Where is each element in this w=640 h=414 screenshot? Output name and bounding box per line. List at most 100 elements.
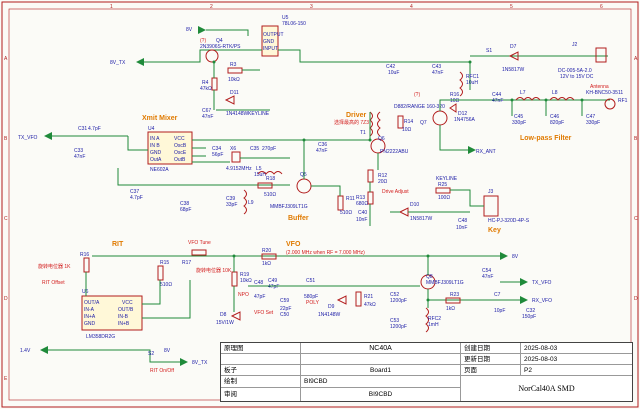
q4-transistor xyxy=(205,49,219,63)
updated-label: 更新日期 xyxy=(461,354,521,365)
supply-switch-section: 8V U5 78L06-150 OUTPUT GND INPUT 8V_TX (… xyxy=(110,15,380,120)
j2-value: DC-005-5A-2.0 xyxy=(558,68,592,74)
r23-resistor xyxy=(445,297,461,304)
r16-pot xyxy=(83,257,90,273)
drive-adjust-label: Drive Adjust xyxy=(382,189,409,195)
junction xyxy=(426,298,430,302)
q7-ref: Q7 xyxy=(420,120,427,126)
rfc2-choke xyxy=(425,307,429,333)
d12-ref: D12 xyxy=(458,111,467,117)
zone-row-b: B xyxy=(4,136,8,142)
c44-ref: C44 xyxy=(492,92,501,98)
review-label: 审阅 xyxy=(221,388,301,401)
rit-title: RIT xyxy=(112,241,124,248)
r25-value: 100Ω xyxy=(438,195,450,201)
npo-label: NPO xyxy=(238,292,249,298)
r21-ref: R21 xyxy=(364,294,373,300)
xmit-mixer-title: Xmit Mixer xyxy=(142,115,178,122)
junction xyxy=(368,138,372,142)
r20-ref: R20 xyxy=(262,248,271,254)
drawn-label: 绘制 xyxy=(221,376,301,388)
zone-row-a: A xyxy=(4,56,8,62)
u4-pin-8: VCC xyxy=(174,136,185,142)
c51-value: 580pF xyxy=(304,294,318,300)
u6-pin-7: OUT/B xyxy=(118,307,134,313)
r17-pot xyxy=(191,249,207,256)
c42-ref: C42 xyxy=(386,64,395,70)
d9-diode xyxy=(336,295,347,305)
c46-ref: C46 xyxy=(550,114,559,120)
key-section: KEYLINE R25 100Ω D10 1N5817W J3 HC-PJ-32… xyxy=(390,176,530,234)
c32-value: 150pF xyxy=(522,314,536,320)
dc-input-section: S1 D7 1N5817W J2 DC-005-5A-2.0 12V to 15… xyxy=(470,42,608,80)
c31-ref: C31 xyxy=(78,126,87,132)
r13-ref: R13 xyxy=(356,195,365,201)
xmit-mixer-section: Xmit Mixer TX_VFO C31 4.7pF C33 47nF U4 … xyxy=(18,115,310,178)
drawn-value: BI9CBD xyxy=(301,376,461,388)
c38-value: 68pF xyxy=(180,207,191,213)
wire-lpf-shunts xyxy=(511,100,583,116)
poly-label: POLY xyxy=(306,300,320,306)
net-flag-8v-tx xyxy=(136,58,144,66)
c34-ref: C34 xyxy=(212,146,221,152)
q8-value: MMBFJ309LT1G xyxy=(426,280,464,286)
r16-value: 10Ω xyxy=(450,98,460,104)
d9-ref: D9 xyxy=(328,304,335,310)
r11-ref: R11 xyxy=(346,196,355,202)
q7-transistor xyxy=(432,110,448,126)
t1-ref: T1 xyxy=(360,130,366,136)
zone-row-d: D xyxy=(4,296,8,302)
c7-value: 10pF xyxy=(494,308,505,314)
r15-value: 510Ω xyxy=(160,282,172,288)
u4-pin-7: OscB xyxy=(174,143,187,149)
r21-value: 47kΩ xyxy=(364,302,376,308)
net-rx-ant: RX_ANT xyxy=(476,149,496,155)
pot-a-label: 旋转电位器 1K xyxy=(38,263,71,270)
rfc1-choke xyxy=(459,71,463,97)
net-flag-1v4 xyxy=(40,346,48,354)
c43-value: 47nF xyxy=(432,70,443,76)
r14-value: 10Ω xyxy=(402,127,412,133)
driver-section: Driver 选择最高的 7Z3 C36 47nF T1 Q6 PN2222AB… xyxy=(316,111,413,226)
r4-value: 47kΩ xyxy=(200,86,212,92)
vfo-tune-label: VFO Tune xyxy=(188,240,211,246)
c59-ref: C59 xyxy=(280,298,289,304)
project-title: NorCal40A SMD xyxy=(518,384,575,393)
power-amp-section: C42 10uF C43 47nF RFC1 10uH R16 10Ω (?) … xyxy=(380,61,496,155)
c48b-value: 47pF xyxy=(254,294,265,300)
wire-driver xyxy=(330,112,379,226)
schematic-value: NC40A xyxy=(301,343,461,354)
r18-ref: R18 xyxy=(266,176,275,182)
net-rx-vfo: RX_VFO xyxy=(532,298,552,304)
q6-value: PN2222ABU xyxy=(380,149,409,155)
c32-ref: C32 xyxy=(526,308,535,314)
r19-resistor xyxy=(231,271,238,287)
junction xyxy=(580,98,584,102)
net-keyline: KEYLINE xyxy=(248,111,270,117)
c67-ref: C67 xyxy=(202,108,211,114)
q4-flag: (?) xyxy=(200,38,206,44)
u6-pin-6: IN-B xyxy=(118,314,129,320)
board-value: Board1 xyxy=(301,365,461,376)
page-value: P2 xyxy=(521,365,632,376)
c50-value: 22pF xyxy=(280,306,291,312)
u6-opamp xyxy=(81,295,143,331)
wire-8v-u5 xyxy=(206,29,249,36)
title-block: 原理图 NC40A 创建日期 2025-08-03 更新日期 2025-08-0… xyxy=(220,342,633,402)
rfc1-value: 10uH xyxy=(466,80,478,86)
zone-col-1: 1 xyxy=(110,4,113,10)
low-pass-filter-title: Low-pass Filter xyxy=(520,135,572,142)
l5-value: 15uH xyxy=(254,172,266,178)
c54-ref: C54 xyxy=(482,268,491,274)
q5-value: MMBFJ309LT1G xyxy=(270,204,308,210)
l7-inductor xyxy=(515,97,541,101)
junction xyxy=(232,254,236,258)
r19-ref: R19 xyxy=(240,272,249,278)
c35-value: 270pF xyxy=(262,146,276,152)
net-tx-vfo2: TX_VFO xyxy=(532,280,552,286)
c36-value: 47nF xyxy=(316,148,327,154)
u6-pin-4: GND xyxy=(84,321,96,327)
d7-ref: D7 xyxy=(510,44,517,50)
c43-ref: C43 xyxy=(432,64,441,70)
